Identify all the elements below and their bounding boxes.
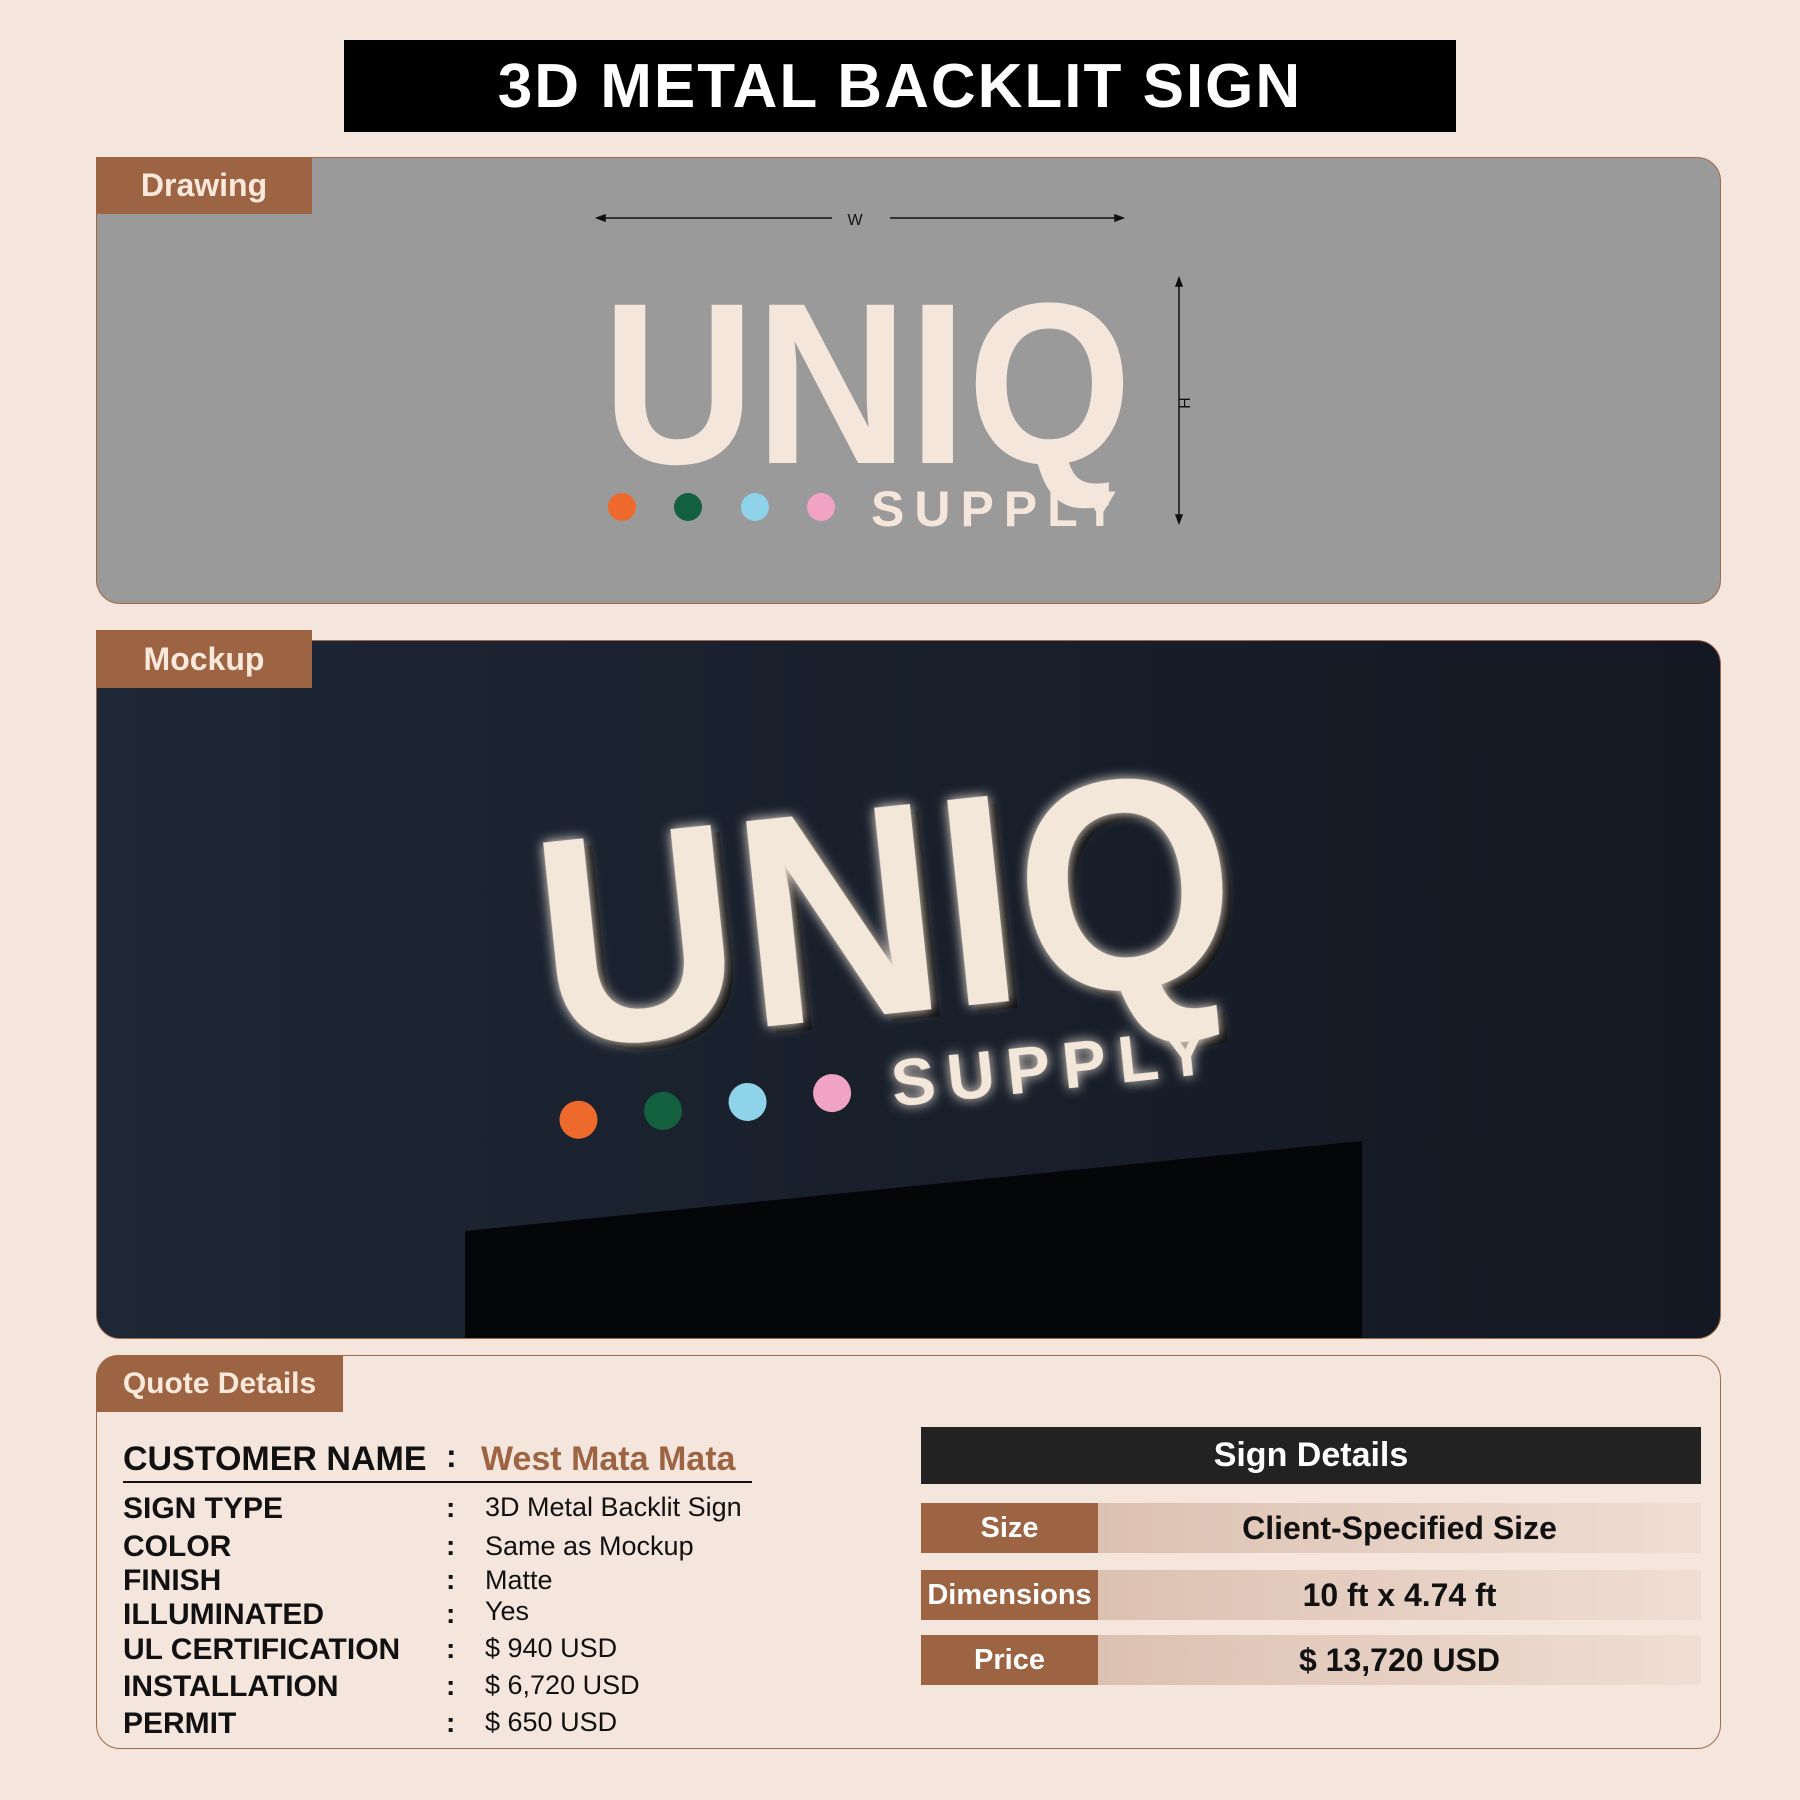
colon: : <box>446 1633 456 1664</box>
drawing-svg: W H UNIQ SUPPLY <box>594 212 1192 537</box>
finish-label: FINISH <box>123 1564 222 1597</box>
dot-blue <box>741 493 769 521</box>
dot-green <box>674 493 702 521</box>
size-value: Client-Specified Size <box>1098 1503 1701 1553</box>
logo-main: UNIQ <box>520 706 1251 1113</box>
installation-value: $ 6,720 USD <box>485 1670 640 1700</box>
colon: : <box>446 1564 456 1595</box>
sign-type-label: SIGN TYPE <box>123 1492 284 1525</box>
mockup-svg: UNIQ UNIQ SUPPLY <box>465 706 1362 1338</box>
colon: : <box>446 1707 456 1738</box>
dot-orange <box>559 1100 598 1139</box>
customer-name-value: West Mata Mata <box>481 1440 736 1478</box>
finish-value: Matte <box>485 1565 553 1595</box>
sign-details-header: Sign Details <box>921 1427 1701 1484</box>
height-label: H <box>1175 397 1192 409</box>
dot-blue <box>728 1082 767 1121</box>
colon: : <box>446 1438 457 1474</box>
price-value: $ 13,720 USD <box>1098 1635 1701 1685</box>
permit-label: PERMIT <box>123 1707 237 1740</box>
dot-orange <box>608 493 636 521</box>
sign-detail-row-price: Price$ 13,720 USD <box>921 1635 1701 1685</box>
building-silhouette <box>465 1141 1362 1338</box>
sign-type-value: 3D Metal Backlit Sign <box>485 1492 742 1522</box>
colon: : <box>446 1670 456 1701</box>
colon: : <box>446 1530 456 1561</box>
ul-certification-label: UL CERTIFICATION <box>123 1633 401 1666</box>
mockup-panel: UNIQ UNIQ SUPPLY <box>96 640 1721 1339</box>
page-title: 3D METAL BACKLIT SIGN <box>344 40 1456 132</box>
color-value: Same as Mockup <box>485 1531 694 1561</box>
dot-pink <box>813 1074 852 1113</box>
colon: : <box>446 1492 456 1523</box>
colon: : <box>446 1598 456 1629</box>
illuminated-value: Yes <box>485 1596 530 1626</box>
dot-pink <box>807 493 835 521</box>
price-label: Price <box>921 1635 1098 1685</box>
permit-value: $ 650 USD <box>485 1707 618 1737</box>
quote-tab: Quote Details <box>96 1355 343 1412</box>
ul-certification-value: $ 940 USD <box>485 1633 618 1663</box>
customer-underline <box>123 1481 752 1483</box>
logo-sub: SUPPLY <box>871 481 1126 537</box>
dot-green <box>644 1091 683 1130</box>
drawing-panel: W H UNIQ SUPPLY <box>96 157 1721 604</box>
size-label: Size <box>921 1503 1098 1553</box>
dimensions-label: Dimensions <box>921 1570 1098 1620</box>
logo-main: UNIQ <box>602 255 1132 512</box>
installation-label: INSTALLATION <box>123 1670 339 1703</box>
drawing-tab: Drawing <box>96 157 312 214</box>
dimensions-value: 10 ft x 4.74 ft <box>1098 1570 1701 1620</box>
customer-name-label: CUSTOMER NAME <box>123 1440 427 1478</box>
color-label: COLOR <box>123 1530 232 1563</box>
mockup-tab: Mockup <box>96 630 312 688</box>
width-label: W <box>847 212 863 229</box>
illuminated-label: ILLUMINATED <box>123 1598 325 1631</box>
logo-shadow: UNIQ <box>528 713 1259 1120</box>
